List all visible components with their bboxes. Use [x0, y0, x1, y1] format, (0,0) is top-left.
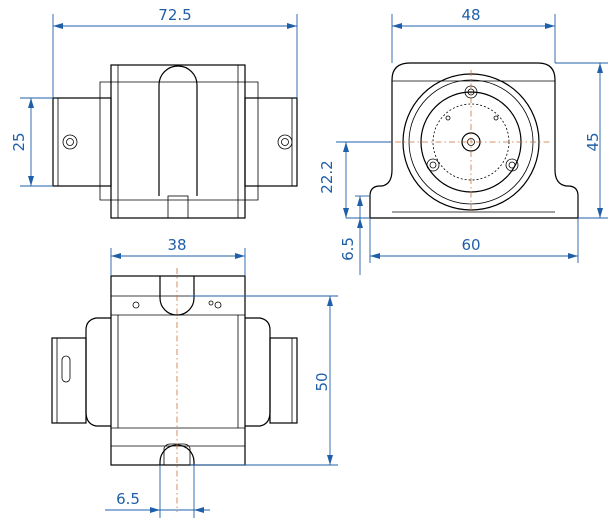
top-view-body [110, 275, 246, 466]
top-view-left-collar [85, 317, 111, 427]
top-view-small-hole-left [132, 301, 140, 309]
dim-top-width-label: 72.5 [158, 6, 191, 24]
front-view-bolt-hole-right [505, 158, 519, 172]
dim-front-width-base: 60 [369, 218, 579, 263]
dim-top-view-offset-label: 6.5 [116, 490, 140, 508]
dim-top-view-height-label: 50 [313, 372, 331, 391]
side-view-right-hole [277, 134, 293, 150]
top-view-right-collar [245, 317, 271, 427]
top-view [51, 268, 298, 512]
side-view [52, 64, 298, 219]
dim-front-height-label: 45 [584, 132, 602, 151]
side-view-left-collar [52, 97, 112, 187]
dim-front-width-top-label: 48 [461, 6, 480, 24]
front-view-bolt-hole-left [426, 158, 440, 172]
dim-top-view-offset: 6.5 [105, 465, 210, 518]
side-view-slot [158, 65, 198, 196]
dim-top-height: 25 [10, 97, 53, 187]
side-view-right-collar [244, 97, 298, 187]
dim-front-base-label: 6.5 [339, 237, 357, 261]
front-view-body [369, 62, 579, 219]
dim-top-view-width-label: 38 [167, 236, 186, 254]
dim-top-view-height: 50 [190, 295, 338, 466]
front-view [369, 62, 579, 219]
dim-front-center-height: 22.2 [318, 141, 392, 219]
side-view-housing [110, 64, 246, 219]
dim-front-width-base-label: 60 [461, 236, 480, 254]
side-view-left-hole [62, 134, 78, 150]
dim-top-height-label: 25 [10, 132, 28, 151]
dim-front-width-top: 48 [391, 6, 556, 63]
top-view-small-hole-right [214, 301, 222, 309]
dim-top-view-width: 38 [110, 236, 246, 276]
top-view-left-slot [61, 355, 71, 383]
dim-front-height: 45 [555, 62, 608, 219]
dim-top-width: 72.5 [52, 6, 298, 98]
dim-front-base: 6.5 [339, 195, 370, 275]
dim-front-center-height-label: 22.2 [318, 160, 336, 193]
top-view-top-notch [159, 276, 195, 316]
